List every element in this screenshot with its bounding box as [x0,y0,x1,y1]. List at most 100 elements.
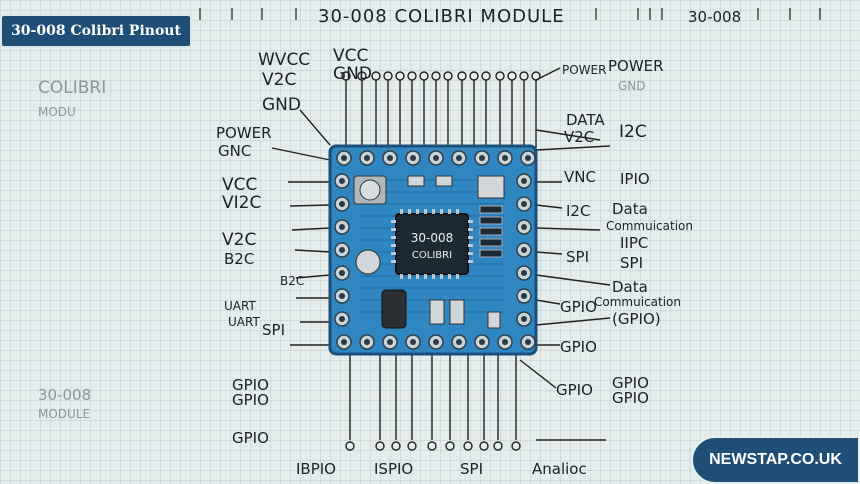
chip-pin [432,274,435,279]
bottom-pin-ring [511,441,521,451]
chip-pin [468,220,473,223]
pad-top-hole [479,155,485,161]
chip-pin [468,236,473,239]
chip-pin [416,274,419,279]
pad-left-hole [339,316,345,322]
pad-left-hole [339,270,345,276]
label-gpio-c: GPIO [232,429,269,447]
header-title: 30-008 COLIBRI MODULE [318,6,565,27]
left-leader-line [289,204,331,207]
chip-pin [391,244,396,247]
label-data-comm-2: Commuication [606,219,693,233]
right-leader-line [535,129,601,141]
pad-top-hole [364,155,370,161]
pad-right-hole [521,178,527,184]
label-gpio-g-right: GPIO [612,389,649,407]
top-pin-ring [419,71,429,81]
chip-pin [448,274,451,279]
left-leader-line [294,249,331,253]
chip-pin [391,220,396,223]
top-pin-ring [407,71,417,81]
pad-right-hole [521,316,527,322]
pad-bottom-hole [502,339,508,345]
left-leader-line [295,274,331,279]
right-leader-line [535,145,611,151]
label-data-comm-4: Commuication [594,295,681,309]
diode [487,311,501,329]
label-i2c-a: I2C [619,122,647,142]
pad-top-hole [456,155,462,161]
label-gpio-b: GPIO [232,391,269,409]
smd-resistor [407,175,425,187]
right-leader-line [535,67,561,81]
label-data-comm-1: Data [612,200,648,218]
label-gnc: GNC [218,142,252,160]
pad-bottom-hole [410,339,416,345]
pad-left-hole [339,224,345,230]
chip-pin [468,228,473,231]
chip-pin [468,260,473,263]
pad-left-hole [339,178,345,184]
label-power: POWER [216,124,272,142]
pad-top-hole [387,155,393,161]
chip-pin [391,228,396,231]
top-pin-ring [507,71,517,81]
pad-bottom-hole [479,339,485,345]
bottom-pin-ring [345,441,355,451]
label-i2c-b: I2C [566,202,591,220]
chip-pin [456,209,459,214]
right-leader-line [535,299,561,305]
chip-label-line1: 30-008 [411,231,454,245]
resistor-array [479,238,503,247]
header-right-label: 30-008 [688,8,742,26]
chip-pin [408,209,411,214]
top-pin-ring [341,71,351,81]
chip-pin [400,209,403,214]
top-pin-ring [481,71,491,81]
pad-right-hole [521,247,527,253]
label-ispio: ISPIO [374,460,414,478]
chip-pin [416,209,419,214]
pad-bottom-hole [433,339,439,345]
label-b2c: B2C [224,250,255,268]
label-vi2c: VI2C [222,193,262,213]
crystal [477,175,505,199]
chip-pin [391,260,396,263]
label-gnd: GND [262,95,301,115]
pad-bottom-hole [341,339,347,345]
resistor-array [479,227,503,236]
left-leader-line [291,227,331,231]
right-leader-line [535,251,563,255]
label-analog: Analioc [532,460,587,478]
title-badge: 30-008 Colibri Pinout [0,14,192,48]
top-pin-ring [383,71,393,81]
top-pin-ring [443,71,453,81]
pad-right-hole [521,270,527,276]
resistor-array [479,216,503,225]
side-label-modu: MODU [38,105,76,119]
right-leader-line [519,359,557,389]
label-ipio: IPIO [620,170,650,188]
label-gpio-c-right: GPIO [560,298,597,316]
chip-pin [448,209,451,214]
label-v2c: V2C [222,230,257,250]
chip-pin [468,252,473,255]
button [355,249,381,275]
bottom-pin-ring [391,441,401,451]
brand-badge[interactable]: NEWSTAP.CO.UK [691,436,860,484]
label-gpio-a: GPIO [232,376,269,394]
label-vcc: VCC [222,175,258,195]
chip-pin [440,274,443,279]
chip-pin [424,274,427,279]
pad-top-hole [525,155,531,161]
pad-bottom-hole [364,339,370,345]
label-wvcc: WVCC [258,50,311,70]
right-leader-line [535,204,563,209]
top-pin-ring [469,71,479,81]
pad-top-hole [410,155,416,161]
top-pin-ring [357,71,367,81]
label-power-right: POWER [608,57,664,75]
top-pin-ring [457,71,467,81]
label-vnc: VNC [564,168,596,186]
